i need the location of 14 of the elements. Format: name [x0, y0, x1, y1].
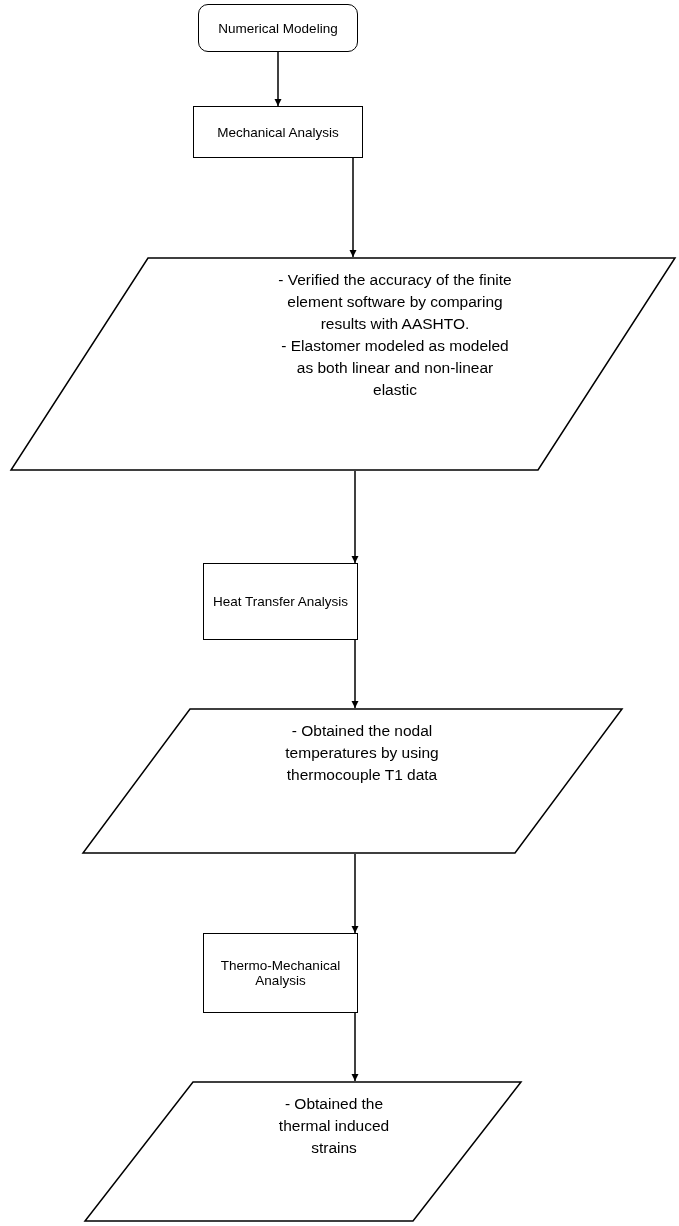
arrow — [351, 639, 359, 709]
process-box: Thermo-Mechanical Analysis — [203, 933, 358, 1013]
arrow — [349, 157, 357, 258]
process-box: Mechanical Analysis — [193, 106, 363, 158]
arrow — [351, 1012, 359, 1082]
bullet-text: - Obtained the nodal temperatures by using thermocouple T1 data — [284, 721, 440, 785]
bullet-text: - Elastomer modeled as modeled as both linear and non-linear elastic — [280, 336, 510, 400]
arrow — [351, 470, 359, 564]
start-box: Numerical Modeling — [198, 4, 358, 52]
process-box: Heat Transfer Analysis — [203, 563, 358, 640]
arrow — [274, 51, 282, 107]
bullet-text: - Verified the accuracy of the finite element software by comparing results with AASHTO. — [277, 270, 513, 334]
bullet-text: - Obtained the thermal induced strains — [277, 1094, 391, 1158]
arrow — [351, 853, 359, 934]
